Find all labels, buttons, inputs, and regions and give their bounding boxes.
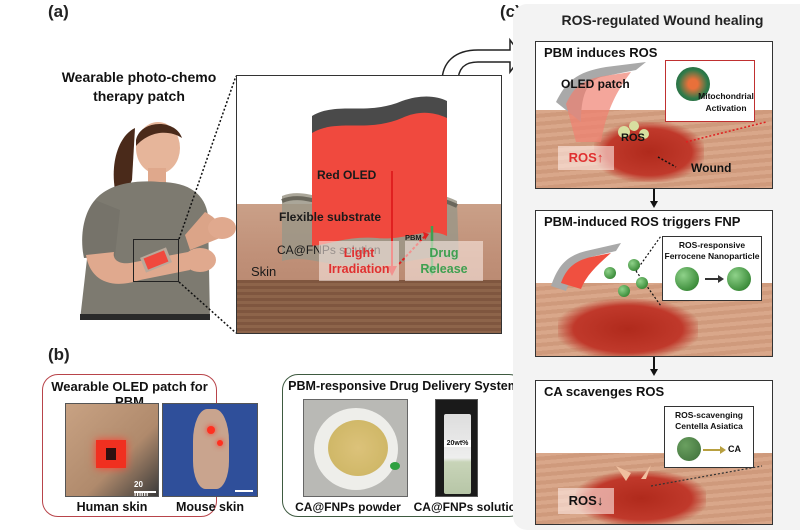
oled-layers-illustration (281, 96, 459, 276)
led-glow (207, 426, 215, 434)
drug-delivery-title: PBM-responsive Drug Delivery System (288, 379, 519, 393)
right-arrow-icon (718, 275, 724, 283)
drug-line-1: Drug (429, 246, 459, 260)
scale-bar (235, 490, 253, 492)
human-skin-caption: Human skin (76, 500, 148, 514)
wearable-oled-box: Wearable OLED patch for PBM 20 mm Human … (42, 374, 258, 517)
ca-nanoparticle-icon (677, 437, 701, 461)
degraded-nanoparticle-icon (727, 267, 751, 291)
nanoparticle-icon (618, 285, 630, 297)
step-1-heading: PBM induces ROS (544, 45, 658, 60)
solution-caption: CA@FNPs solution (413, 500, 524, 514)
nanoparticle-icon (636, 277, 648, 289)
mouse-body (193, 409, 229, 489)
inset-line-2: Ferrocene Nanoparticle (664, 251, 760, 261)
flow-arrow-line (653, 189, 655, 203)
arrow-line (703, 449, 721, 451)
down-arrow-icon (650, 201, 658, 208)
inset-line-2: Activation (705, 103, 747, 113)
light-irradiation-box: Light Irradiation (319, 241, 399, 281)
person-illustration (80, 122, 236, 320)
solution-vial-photo: 20wt% (435, 399, 478, 497)
drug-release-box: Drug Release (405, 241, 483, 281)
patch-highlight-box (133, 239, 179, 282)
wound-label: Wound (691, 161, 732, 175)
scale-bar (134, 491, 156, 493)
light-line-2: Irradiation (328, 262, 390, 276)
oled-patch-illustration (556, 62, 767, 168)
arrow-line (705, 278, 719, 280)
flow-arrow-line (653, 357, 655, 371)
drug-delivery-box: PBM-responsive Drug Delivery System 20wt… (282, 374, 525, 517)
nanoparticle-icon (604, 267, 616, 279)
ros-increase-badge: ROS↑ (558, 146, 614, 170)
skin-lower-layer (237, 280, 501, 333)
title-line-2: therapy patch (93, 88, 185, 104)
wearable-patch-title: Wearable photo-chemo therapy patch (44, 68, 234, 106)
inset-line-1: ROS-scavenging (674, 410, 744, 420)
step-3-heading: CA scavenges ROS (544, 384, 665, 399)
title-line-1: Wearable photo-chemo (61, 69, 217, 85)
powder-photo (303, 399, 408, 497)
patch-detail-view: Red OLED Flexible substrate CA@FNPs solu… (236, 75, 502, 334)
step-pbm-induces-ros: PBM induces ROS OLED patch ROS ROS↑ Woun… (535, 41, 773, 189)
inset-line-1: Mitochondrial (698, 91, 754, 101)
nanoparticle-icon (628, 259, 640, 271)
step-ca-scavenges-ros: CA scavenges ROS ROS↓ ROS-scavenging Cen… (535, 380, 773, 525)
oled-patch-label: OLED patch (561, 77, 630, 91)
vial (444, 414, 471, 494)
centella-asiatica-inset: ROS-scavenging Centella Asiatica CA (664, 406, 754, 468)
led-glow (217, 440, 223, 446)
leaf-icon (390, 462, 400, 470)
patch-center (106, 448, 116, 460)
intact-nanoparticle-icon (675, 267, 699, 291)
skin-label: Skin (251, 264, 277, 279)
ros-label: ROS (621, 132, 645, 144)
step-ros-triggers-fnp: PBM-induced ROS triggers FNP ROS-respons… (535, 210, 773, 357)
powder (328, 420, 388, 476)
mouse-skin-caption: Mouse skin (175, 500, 245, 514)
drug-line-2: Release (420, 262, 468, 276)
light-line-1: Light (343, 246, 375, 260)
wound-healing-title: ROS-regulated Wound healing (561, 12, 764, 28)
scale-bar-label: 20 mm (134, 480, 149, 498)
vial-label: 20wt% (444, 440, 471, 447)
flexible-substrate-label: Flexible substrate (279, 210, 382, 224)
ca-illustration (616, 465, 763, 487)
step-2-heading: PBM-induced ROS triggers FNP (544, 214, 741, 229)
oled-patch-illustration (551, 235, 662, 307)
right-arrow-icon (720, 446, 726, 454)
pbm-label: PBM (405, 233, 422, 242)
mitochondrial-activation-inset: Mitochondrial Activation (665, 60, 755, 122)
wound (558, 299, 698, 356)
ferrocene-nanoparticle-inset: ROS-responsive Ferrocene Nanoparticle (662, 236, 762, 301)
powder-caption: CA@FNPs powder (295, 500, 401, 514)
panel-b-label: (b) (48, 345, 70, 364)
panel-a-label: (a) (48, 2, 69, 21)
inset-line-2: Centella Asiatica (675, 421, 743, 431)
red-oled-label: Red OLED (317, 168, 377, 182)
ros-decrease-badge: ROS↓ (558, 488, 614, 514)
mouse-skin-photo (162, 403, 258, 497)
human-skin-photo: 20 mm (65, 403, 159, 498)
inset-line-1: ROS-responsive (678, 240, 746, 250)
cell-icon (676, 67, 710, 101)
ca-label: CA (728, 444, 741, 454)
down-arrow-icon (650, 369, 658, 376)
